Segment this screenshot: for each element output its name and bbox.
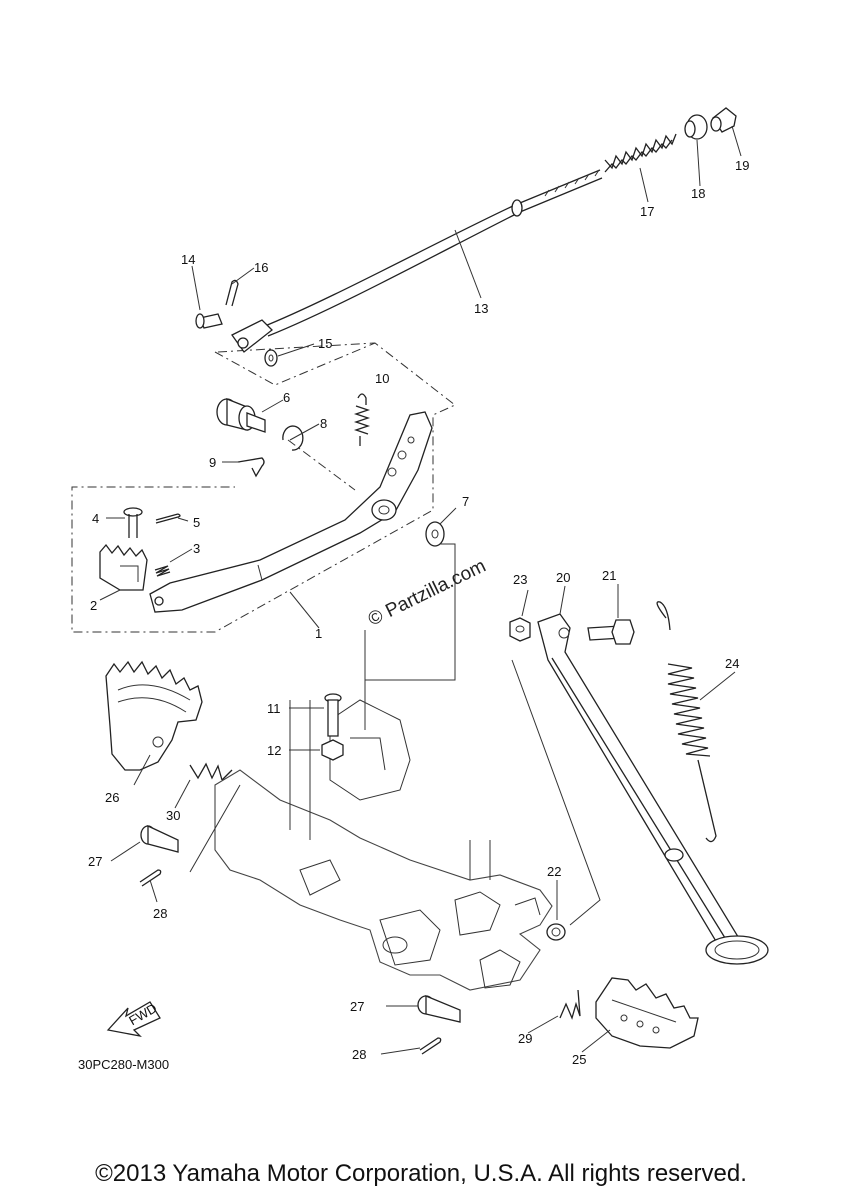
nut-12	[321, 739, 344, 761]
spring-10	[353, 393, 371, 446]
callout-25: 25	[572, 1052, 586, 1067]
copyright-notice: ©2013 Yamaha Motor Corporation, U.S.A. A…	[95, 1160, 747, 1187]
spring-22	[546, 923, 566, 941]
washer-7	[425, 521, 445, 547]
circlip-8	[282, 425, 304, 451]
callout-13: 13	[474, 301, 488, 316]
spring-17	[604, 133, 677, 173]
callout-30: 30	[166, 808, 180, 823]
nut-18	[684, 114, 708, 140]
pin-14	[195, 313, 223, 329]
nut-23	[509, 617, 531, 642]
callout-28-left: 28	[153, 906, 167, 921]
callout-10: 10	[375, 371, 389, 386]
pin-27-left	[140, 824, 179, 853]
footrest-26	[105, 660, 203, 771]
clip-9	[237, 457, 265, 478]
callout-22: 22	[547, 864, 561, 879]
adjuster-19	[710, 107, 737, 133]
callout-24: 24	[725, 656, 739, 671]
callout-3: 3	[193, 541, 200, 556]
callout-11: 11	[267, 701, 281, 716]
group-outline-cable	[287, 439, 356, 491]
callout-8: 8	[320, 416, 327, 431]
side-stand	[537, 613, 769, 965]
clip-16	[225, 279, 239, 307]
callout-5: 5	[193, 515, 200, 530]
callout-19: 19	[735, 158, 749, 173]
spring-29	[559, 989, 581, 1020]
diagram-code: 30PC280-M300	[78, 1057, 169, 1072]
callout-1: 1	[315, 626, 322, 641]
pin-4	[123, 507, 143, 538]
callout-27-right: 27	[350, 999, 364, 1014]
watermark: © Partzilla.com	[365, 555, 489, 630]
shaft-6	[216, 398, 266, 433]
brake-rod	[231, 169, 603, 353]
callout-7: 7	[462, 494, 469, 509]
callout-16: 16	[254, 260, 268, 275]
spring-24	[656, 601, 717, 862]
bolt-11	[324, 693, 342, 737]
pin-27-right	[417, 995, 461, 1023]
callout-4: 4	[92, 511, 99, 526]
callout-numbers: 1 2 3 4 5 6 7 8 9 10 11 12 13 14 15 16 1…	[88, 158, 749, 1067]
callout-15: 15	[318, 336, 332, 351]
callout-6: 6	[283, 390, 290, 405]
callout-28-right: 28	[352, 1047, 366, 1062]
callout-17: 17	[640, 204, 654, 219]
callout-23: 23	[513, 572, 527, 587]
bolt-21	[587, 619, 635, 645]
pedal-tip-2	[99, 543, 148, 591]
leader-lines	[99, 125, 742, 1055]
cotter-28-left	[139, 869, 162, 887]
callout-21: 21	[602, 568, 616, 583]
group-outline-upper	[71, 342, 456, 633]
callout-27-left: 27	[88, 854, 102, 869]
callout-12: 12	[267, 743, 281, 758]
group-outline-clevis	[214, 342, 376, 386]
spring-30	[189, 762, 233, 781]
callout-9: 9	[209, 455, 216, 470]
callout-14: 14	[181, 252, 195, 267]
callout-2: 2	[90, 598, 97, 613]
footrest-25	[595, 977, 699, 1049]
cotter-28-right	[419, 1037, 442, 1055]
fwd-arrow-icon: FWD	[106, 1000, 161, 1038]
brake-pedal	[149, 411, 433, 613]
callout-26: 26	[105, 790, 119, 805]
callout-20: 20	[556, 570, 570, 585]
callout-29: 29	[518, 1031, 532, 1046]
frame-assembly	[214, 699, 553, 991]
spring-3	[154, 565, 171, 577]
washer-15	[264, 349, 278, 367]
callout-18: 18	[691, 186, 705, 201]
cotter-5	[155, 513, 181, 524]
